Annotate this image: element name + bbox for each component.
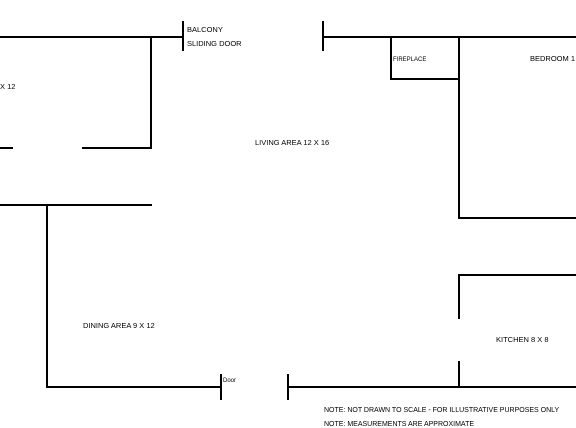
bedroom-label: BEDROOM 1 xyxy=(530,54,576,63)
kitchen-label: KITCHEN 8 X 8 xyxy=(496,335,549,344)
balcony-label: BALCONY xyxy=(187,25,223,34)
note-scale: NOTE: NOT DRAWN TO SCALE - FOR ILLUSTRAT… xyxy=(324,407,560,414)
fireplace-label: FIREPLACE xyxy=(393,57,427,63)
sliding-door-label: SLIDING DOOR xyxy=(187,39,242,48)
living-area-label: LIVING AREA 12 X 16 xyxy=(255,138,330,147)
left-room-label: X 12 xyxy=(0,82,16,91)
dining-area-label: DINING AREA 9 X 12 xyxy=(83,321,155,330)
door-label: Door xyxy=(223,378,237,384)
note-measurements: NOTE: MEASUREMENTS ARE APPROXIMATE xyxy=(324,421,475,428)
